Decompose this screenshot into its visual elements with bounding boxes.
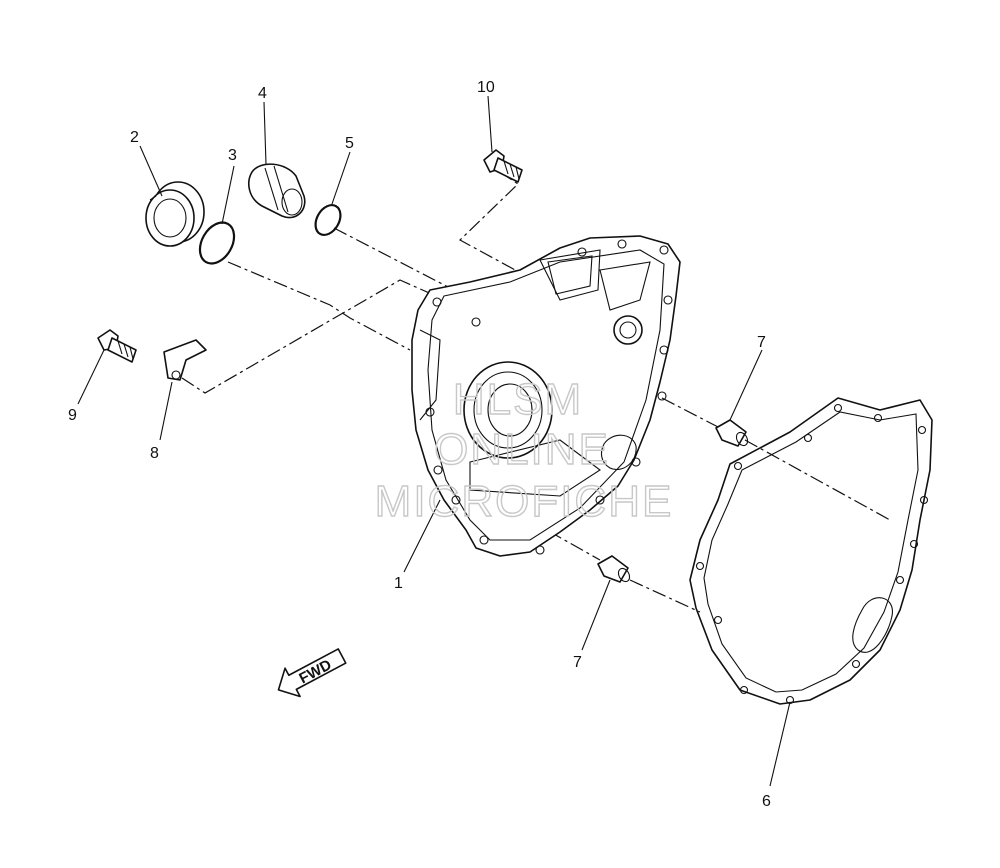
dowel-pin-part-7-upper[interactable] (715, 419, 750, 448)
leader-3 (221, 165, 235, 225)
callout-1[interactable]: 1 (394, 575, 403, 592)
leader-7-upper (729, 349, 763, 421)
callout-3[interactable]: 3 (228, 147, 237, 164)
assembly-line-cap (227, 261, 411, 351)
leader-1 (403, 499, 441, 573)
callout-5[interactable]: 5 (345, 135, 354, 152)
assembly-line-gasket-upper (744, 439, 891, 521)
callout-4[interactable]: 4 (258, 85, 267, 102)
o-ring-part-3[interactable] (193, 216, 241, 269)
watermark-line-3: MICROFICHE (375, 477, 674, 526)
callout-7-lower[interactable]: 7 (573, 654, 582, 671)
assembly-line-plug (333, 227, 451, 289)
dowel-pin-part-7-lower[interactable] (597, 555, 632, 584)
leader-4 (263, 101, 267, 165)
watermark: HLSM ONLINE MICROFICHE (374, 374, 674, 526)
callout-6[interactable]: 6 (762, 793, 771, 810)
gasket-part-6[interactable] (689, 397, 933, 705)
watermark-line-2: ONLINE (434, 425, 610, 474)
fwd-arrow-icon (277, 648, 347, 698)
crankcase-cover-part-1[interactable] (411, 235, 681, 557)
bolt-part-9[interactable] (97, 329, 137, 363)
callout-9[interactable]: 9 (68, 407, 77, 424)
assembly-line-gasket-lower (629, 579, 701, 613)
bolt-part-10[interactable] (483, 149, 523, 183)
callouts: 2 3 4 5 10 9 8 1 7 7 6 (68, 79, 771, 810)
assembly-line-dowel-upper (661, 397, 721, 429)
leader-5 (331, 151, 351, 205)
leader-lines (77, 95, 791, 787)
callout-7-upper[interactable]: 7 (757, 334, 766, 351)
leader-2 (139, 145, 163, 197)
callout-8[interactable]: 8 (150, 445, 159, 462)
o-ring-part-5[interactable] (310, 201, 345, 240)
assembly-line-bolt-9 (181, 279, 446, 394)
leader-10 (487, 95, 493, 153)
plug-part-4[interactable] (248, 163, 306, 219)
leader-7-lower (581, 579, 611, 651)
watermark-line-1: HLSM (453, 375, 583, 424)
leader-8 (159, 381, 173, 441)
leader-9 (77, 349, 105, 405)
cap-part-2[interactable] (145, 181, 205, 247)
fwd-arrow: FWD (277, 648, 347, 698)
callout-10[interactable]: 10 (477, 79, 495, 96)
clamp-part-8[interactable] (163, 339, 207, 381)
callout-2[interactable]: 2 (130, 129, 139, 146)
leader-6 (769, 701, 791, 787)
